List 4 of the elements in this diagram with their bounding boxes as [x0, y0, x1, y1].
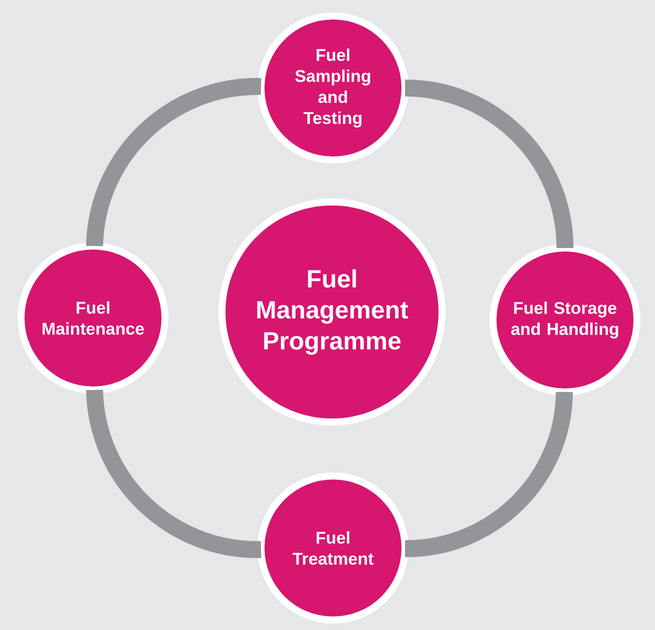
ring-arc [86, 389, 262, 558]
ring-arc [404, 391, 573, 558]
ring-arc [86, 78, 262, 247]
ring-arc [404, 80, 574, 249]
